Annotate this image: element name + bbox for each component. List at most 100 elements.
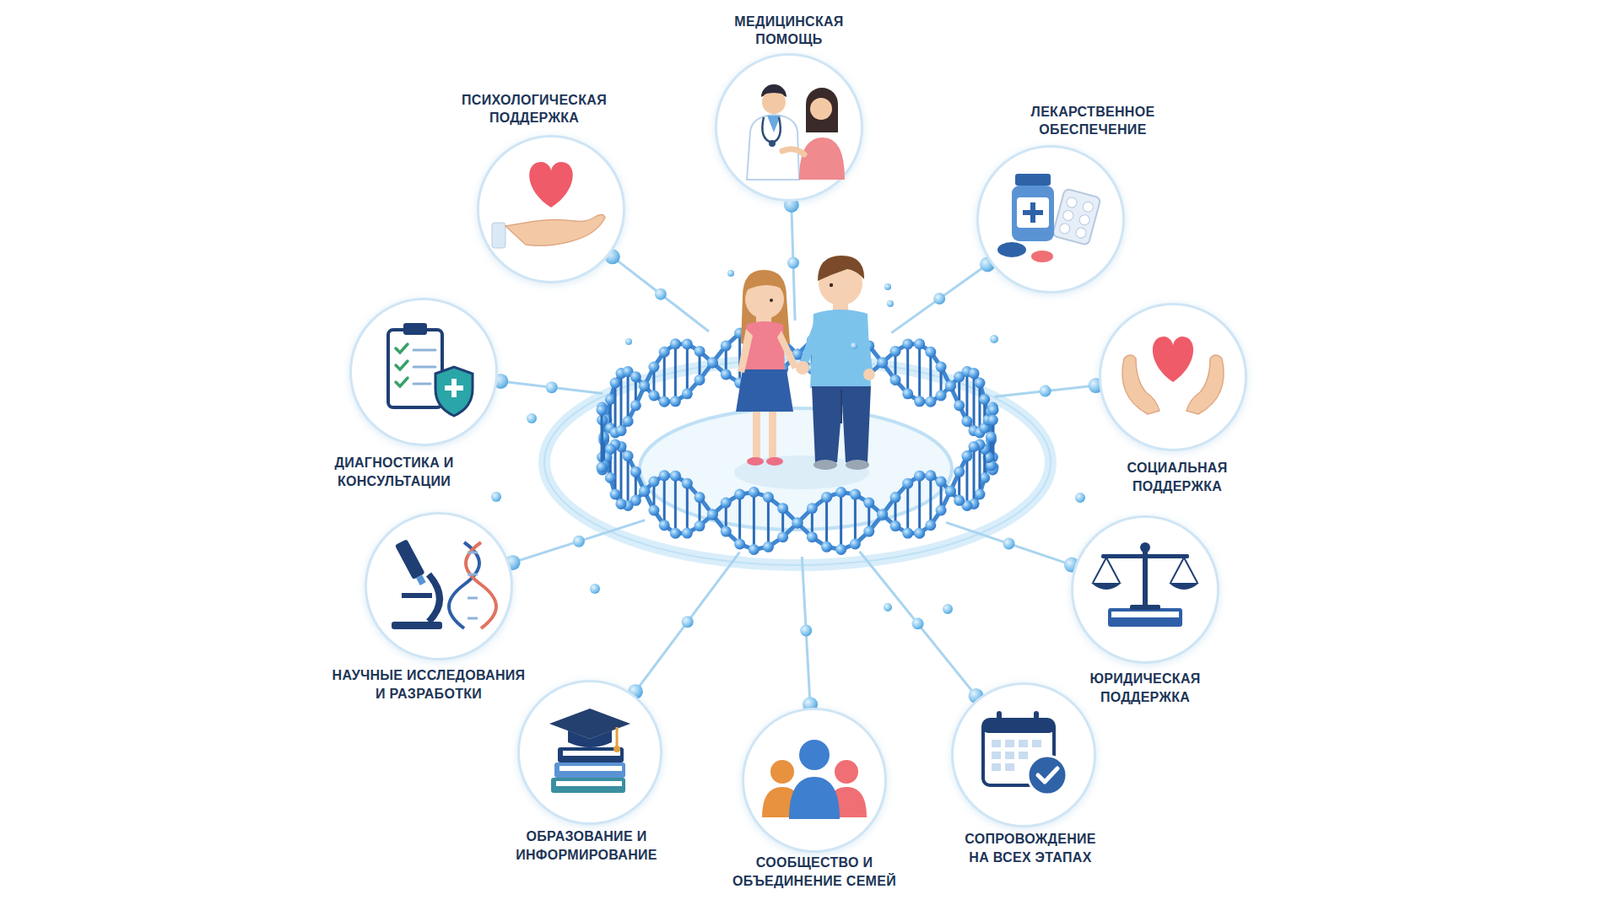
dna-bead [748, 544, 760, 556]
heart-hand-icon-part [505, 214, 606, 246]
microscope-icon-part [391, 621, 443, 630]
calendar-icon-part-part [1018, 751, 1028, 760]
dna-bead [961, 450, 973, 462]
calendar-icon-part [996, 711, 1002, 725]
scales-icon-part [1129, 605, 1161, 611]
spoke-dot [912, 617, 925, 630]
calendar-icon-part-part [1018, 740, 1028, 748]
spoke-line [891, 264, 988, 333]
people-icon-part [762, 787, 803, 818]
people-icon-part [789, 777, 840, 820]
dna-bead [694, 491, 706, 503]
medicine-icon-part [997, 242, 1027, 258]
books-icon-part [556, 781, 622, 787]
dna-bead [902, 528, 914, 540]
dna-bead [622, 416, 634, 428]
children-figure-part [768, 411, 777, 459]
dna-bead [821, 491, 833, 503]
dna-bead [694, 520, 706, 532]
calendar-icon-part-part [1005, 740, 1015, 748]
dna-bead [876, 509, 888, 521]
dna-bead [876, 509, 888, 521]
people-icon-part [834, 760, 859, 784]
spoke-dot [654, 288, 667, 301]
scales-icon-part [1140, 542, 1151, 553]
heart-hand-icon [491, 162, 606, 249]
calendar-icon-part-part [991, 763, 1001, 772]
children-figure-part [810, 309, 871, 389]
children-figure-part [832, 302, 849, 311]
label-wrap: ЮРИДИЧЕСКАЯ ПОДДЕРЖКА [1073, 670, 1217, 707]
label-wrap: МЕДИЦИНСКАЯ ПОМОЩЬ [721, 12, 857, 49]
microscope-icon-part [467, 552, 478, 619]
dna-bead [902, 338, 914, 350]
dna-bead [610, 378, 622, 390]
dna-bead [913, 395, 925, 407]
dna-rung [663, 475, 666, 526]
calendar-icon-part [991, 740, 1042, 772]
dna-bead [630, 371, 642, 383]
people-icon-part [770, 760, 795, 784]
label-wrap: НАУЧНЫЕ ИССЛЕДОВАНИЯ И РАЗРАБОТКИ [323, 666, 535, 703]
label-wrap: ЛЕКАРСТВЕННОЕ ОБЕСПЕЧЕНИЕ [1016, 102, 1169, 140]
scales-icon-part [1142, 549, 1148, 611]
microscope-icon-part [394, 539, 429, 588]
calendar-icon-part-part [1005, 751, 1015, 760]
books-icon-part [613, 745, 621, 753]
medicine-icon-part-part [1075, 227, 1088, 240]
spoke-dot [545, 381, 558, 394]
spoke-dot [1002, 537, 1015, 550]
spoke-line [635, 552, 741, 692]
children-figure-part [769, 298, 773, 303]
children-figure-part [766, 457, 784, 466]
label-wrap: СОЦИАЛЬНАЯ ПОДДЕРЖКА [1105, 459, 1249, 496]
scatter-dots-part [883, 603, 892, 612]
spoke-line [994, 385, 1097, 397]
dna-bead [935, 505, 947, 517]
scatter-dots-part [886, 300, 894, 308]
platform-part [544, 359, 1051, 566]
doctor-icon-part [761, 89, 787, 96]
hands-heart-icon-part [1122, 355, 1160, 415]
dna-bead [913, 338, 925, 350]
dna-rung [738, 494, 741, 545]
heart-hand-icon-part [491, 222, 506, 249]
dna-bead [978, 394, 990, 406]
dna-bead [762, 541, 774, 553]
dna-bead [681, 338, 693, 350]
dna-bead [806, 531, 818, 543]
spoke-line [612, 256, 709, 332]
dna-rung [972, 446, 976, 504]
dna-bead [849, 539, 861, 551]
service-label: МЕДИЦИНСКАЯ ПОМОЩЬ [721, 12, 857, 49]
dna-bead [902, 388, 914, 400]
scatter-dots-part [727, 270, 735, 277]
dna-bead [596, 405, 608, 417]
children-figure-part [745, 273, 785, 291]
service-label: СОПРОВОЖДЕНИЕ НА ВСЕХ ЭТАПАХ [945, 830, 1115, 867]
medicine-icon-part [1022, 202, 1044, 223]
medicine-icon-part [1031, 250, 1054, 263]
spoke-dot [1039, 385, 1052, 398]
dna-bead [968, 367, 980, 379]
dna-bead [694, 345, 706, 357]
dna-bead [863, 497, 875, 509]
dna-bead [863, 368, 875, 380]
dna-bead [835, 544, 847, 556]
scatter-dots-part [625, 338, 633, 346]
hands-heart-icon-part [1186, 355, 1224, 415]
spoke-line [859, 551, 977, 697]
dna-rung [627, 456, 630, 507]
clipboard-icon-part [388, 329, 443, 408]
doctor-icon-part [762, 117, 780, 143]
scales-icon-part [1111, 611, 1179, 618]
dna-bead [945, 486, 957, 498]
service-circle: НАУЧНЫЕ ИССЛЕДОВАНИЯ И РАЗРАБОТКИ [364, 512, 514, 661]
dna-rung [674, 344, 677, 402]
calendar-icon-part [1037, 768, 1058, 783]
doctor-icon-part [782, 149, 805, 155]
microscope-icon-part [448, 542, 480, 629]
calendar-icon-part-part [1032, 740, 1042, 748]
medicine-icon [997, 173, 1102, 263]
service-circle: СООБЩЕСТВО И ОБЪЕДИНЕНИЕ СЕМЕЙ [741, 708, 887, 854]
